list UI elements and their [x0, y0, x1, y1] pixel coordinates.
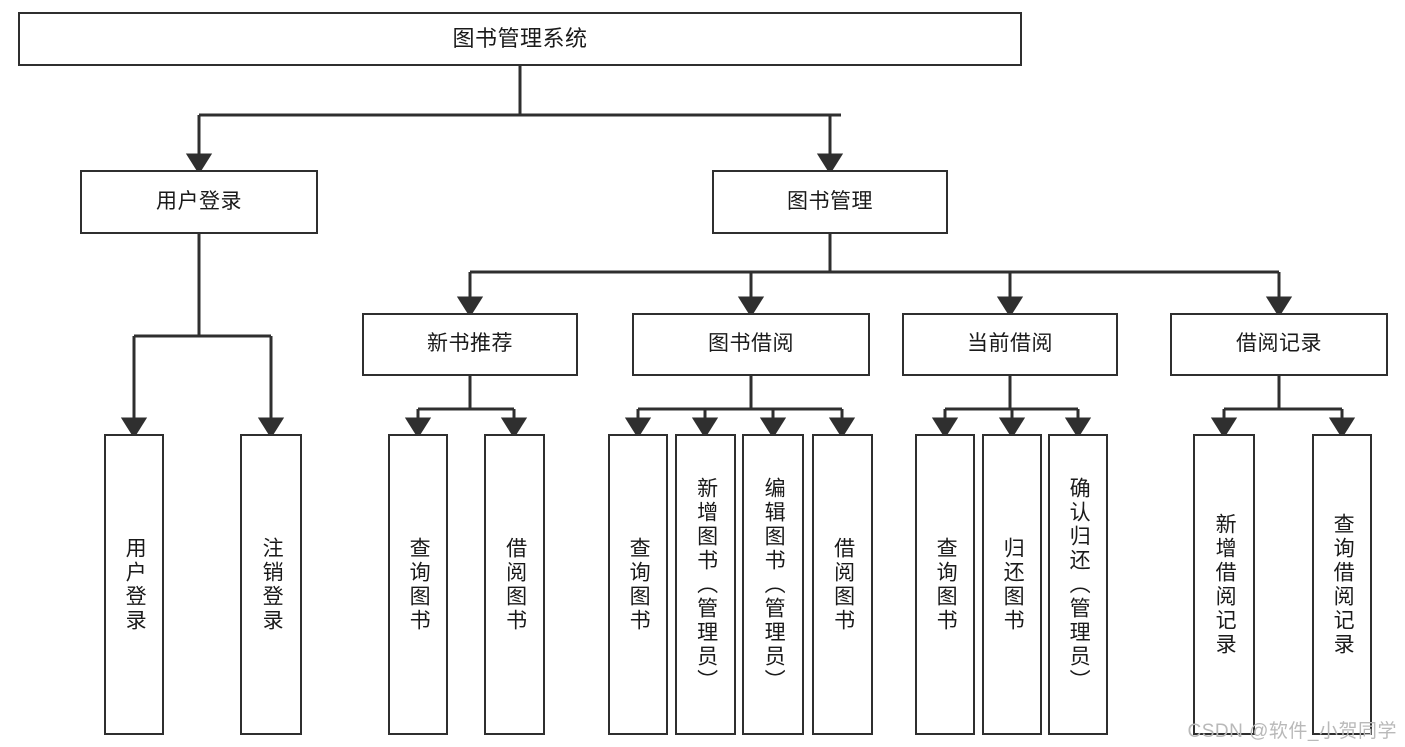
- node-leaf-add-book[interactable]: 新增图书（管理员）: [675, 434, 736, 735]
- node-leaf-confirm-return[interactable]: 确认归还（管理员）: [1048, 434, 1108, 735]
- node-root[interactable]: 图书管理系统: [18, 12, 1022, 66]
- node-leaf-edit-book[interactable]: 编辑图书（管理员）: [742, 434, 804, 735]
- node-leaf-add-record-label: 新增借阅记录: [1213, 512, 1237, 657]
- node-book-manage-label: 图书管理: [787, 189, 873, 213]
- node-current-borrow-label: 当前借阅: [967, 332, 1053, 356]
- node-user-login-label: 用户登录: [156, 189, 242, 213]
- node-leaf-add-book-label: 新增图书（管理员）: [694, 476, 718, 693]
- node-leaf-user-login-label: 用户登录: [123, 536, 147, 633]
- node-leaf-add-record[interactable]: 新增借阅记录: [1193, 434, 1255, 735]
- node-leaf-query-book-2-label: 查询图书: [627, 536, 651, 633]
- node-leaf-logout-label: 注销登录: [260, 536, 284, 633]
- node-book-borrow[interactable]: 图书借阅: [632, 313, 870, 376]
- node-new-book-recommend[interactable]: 新书推荐: [362, 313, 578, 376]
- node-borrow-record[interactable]: 借阅记录: [1170, 313, 1388, 376]
- node-leaf-user-login[interactable]: 用户登录: [104, 434, 164, 735]
- node-book-manage[interactable]: 图书管理: [712, 170, 948, 234]
- node-leaf-query-book-3-label: 查询图书: [934, 536, 958, 633]
- node-book-borrow-label: 图书借阅: [708, 332, 794, 356]
- node-leaf-return-book-label: 归还图书: [1001, 536, 1025, 633]
- node-leaf-borrow-book-2-label: 借阅图书: [831, 536, 855, 633]
- node-leaf-borrow-book-1[interactable]: 借阅图书: [484, 434, 545, 735]
- watermark: CSDN @软件_小贺同学: [1187, 721, 1397, 742]
- node-leaf-logout[interactable]: 注销登录: [240, 434, 302, 735]
- node-current-borrow[interactable]: 当前借阅: [902, 313, 1118, 376]
- node-leaf-edit-book-label: 编辑图书（管理员）: [762, 476, 786, 693]
- node-leaf-borrow-book-2[interactable]: 借阅图书: [812, 434, 873, 735]
- node-leaf-query-book-2[interactable]: 查询图书: [608, 434, 668, 735]
- node-borrow-record-label: 借阅记录: [1236, 332, 1322, 356]
- node-leaf-query-book-3[interactable]: 查询图书: [915, 434, 975, 735]
- node-leaf-query-record[interactable]: 查询借阅记录: [1312, 434, 1372, 735]
- node-leaf-return-book[interactable]: 归还图书: [982, 434, 1042, 735]
- node-leaf-query-book-1-label: 查询图书: [407, 536, 431, 633]
- node-root-label: 图书管理系统: [452, 26, 588, 52]
- node-leaf-confirm-return-label: 确认归还（管理员）: [1067, 476, 1091, 693]
- node-leaf-borrow-book-1-label: 借阅图书: [503, 536, 527, 633]
- node-leaf-query-book-1[interactable]: 查询图书: [388, 434, 448, 735]
- node-new-book-recommend-label: 新书推荐: [427, 332, 513, 356]
- node-leaf-query-record-label: 查询借阅记录: [1331, 512, 1355, 657]
- node-user-login[interactable]: 用户登录: [80, 170, 318, 234]
